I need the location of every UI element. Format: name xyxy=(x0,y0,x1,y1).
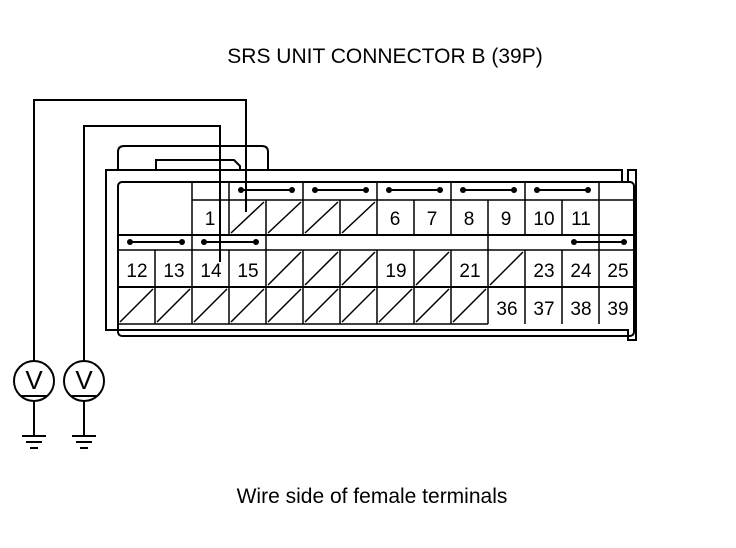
terminal-label: 7 xyxy=(427,209,438,230)
terminal-label: 38 xyxy=(570,299,591,320)
terminal-label: 36 xyxy=(496,299,517,320)
probe-leads xyxy=(33,99,247,362)
terminal-label: 15 xyxy=(237,261,258,282)
empty-cavity-hatches xyxy=(119,201,524,323)
terminal-label: 19 xyxy=(385,261,406,282)
diagram-title: SRS UNIT CONNECTOR B (39P) xyxy=(227,45,542,68)
voltmeter-2: V xyxy=(63,360,105,449)
terminal-label: 21 xyxy=(459,261,480,282)
terminal-label: 14 xyxy=(200,261,222,282)
ground-symbol-icon xyxy=(72,435,96,449)
terminal-label: 1 xyxy=(205,209,216,230)
terminal-label: 10 xyxy=(533,209,554,230)
voltmeter-symbol: V xyxy=(25,365,43,395)
terminal-label: 8 xyxy=(464,209,475,230)
connector-housing xyxy=(105,145,637,341)
voltmeter-1: V xyxy=(13,360,55,449)
terminal-label: 9 xyxy=(501,209,512,230)
terminal-label: 11 xyxy=(571,209,591,230)
terminal-label: 12 xyxy=(126,261,147,282)
terminal-label: 6 xyxy=(390,209,401,230)
diagram-caption: Wire side of female terminals xyxy=(237,485,508,508)
terminal-label: 13 xyxy=(163,261,184,282)
ground-symbol-icon xyxy=(22,435,46,449)
voltmeter-symbol: V xyxy=(75,365,93,395)
terminal-label: 25 xyxy=(607,261,628,282)
terminal-label: 37 xyxy=(533,299,554,320)
terminal-grid xyxy=(118,182,634,325)
terminal-label: 23 xyxy=(533,261,554,282)
shorting-bars xyxy=(127,187,627,245)
terminal-label: 39 xyxy=(607,299,628,320)
terminal-label: 24 xyxy=(570,261,592,282)
